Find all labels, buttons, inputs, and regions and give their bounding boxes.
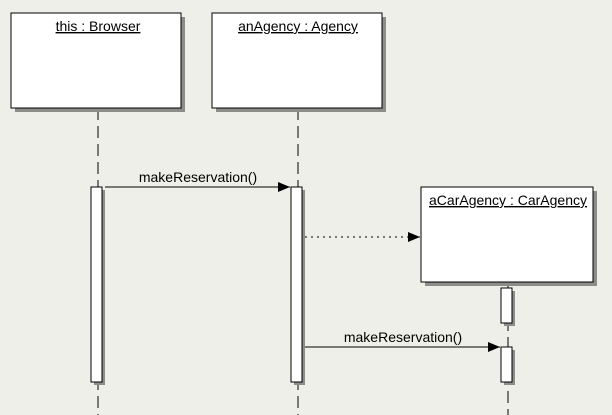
lifeline-agency-title: anAgency : Agency xyxy=(238,18,358,34)
lifeline-agency: anAgency : Agency xyxy=(211,12,386,415)
activation-bar-caragency-2[interactable] xyxy=(500,346,513,383)
lifeline-caragency-box[interactable] xyxy=(420,186,594,283)
lifeline-caragency-title: aCarAgency : CarAgency xyxy=(429,192,587,208)
message-label-1: makeReservation() xyxy=(139,169,257,185)
activation-bar-browser[interactable] xyxy=(90,186,103,383)
messages: makeReservation() makeReservation() xyxy=(105,169,500,352)
lifeline-agency-box[interactable] xyxy=(211,12,383,109)
activation-bar-caragency-1[interactable] xyxy=(500,287,513,324)
activation-bar-agency[interactable] xyxy=(290,186,303,383)
lifeline-browser-title: this : Browser xyxy=(56,18,141,34)
lifeline-browser: this : Browser xyxy=(10,12,185,415)
activation-bars xyxy=(90,186,515,385)
message-label-2: makeReservation() xyxy=(344,329,462,345)
lifeline-caragency: aCarAgency : CarAgency xyxy=(420,186,597,415)
lifeline-browser-box[interactable] xyxy=(10,12,182,109)
